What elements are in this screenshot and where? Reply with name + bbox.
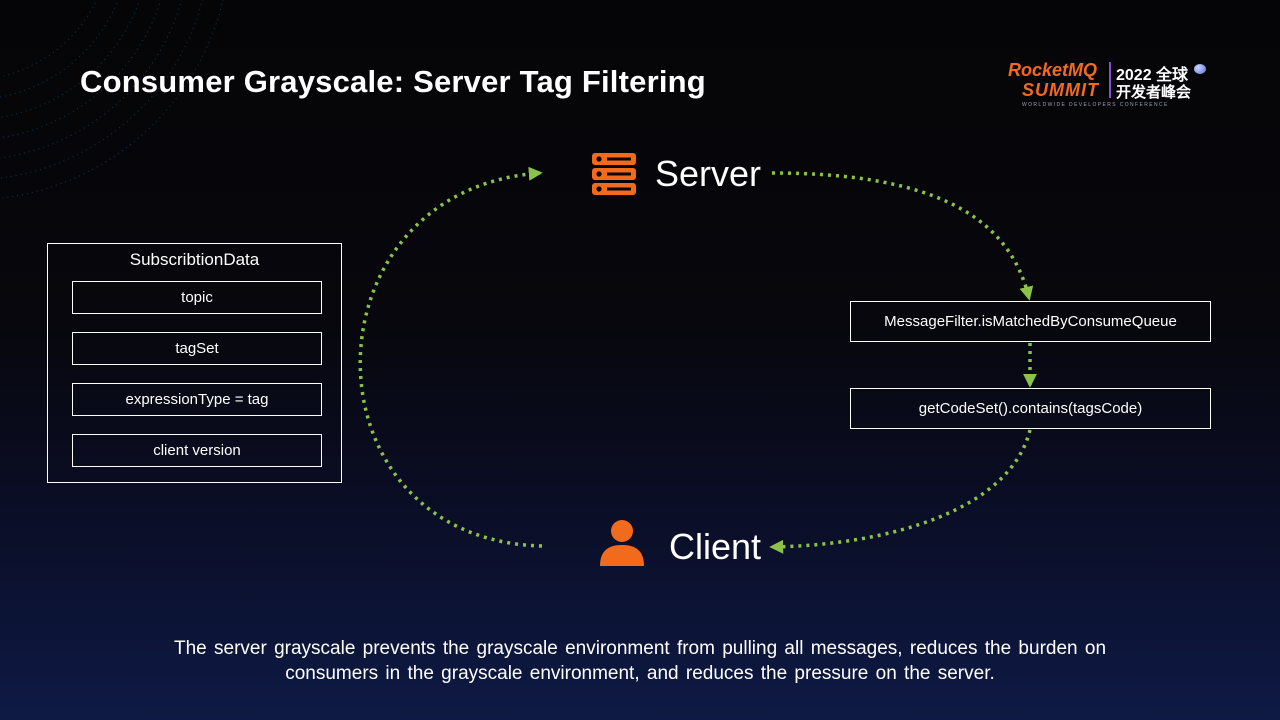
arrow-codeset-to-client [769, 429, 1032, 554]
field-expression-type: expressionType = tag [72, 383, 322, 416]
step-message-filter: MessageFilter.isMatchedByConsumeQueue [850, 301, 1211, 342]
planet-icon [1194, 64, 1206, 74]
arrow-client-to-server [358, 166, 543, 548]
footer-line-2: consumers in the grayscale environment, … [285, 663, 995, 684]
server-label: Server [655, 153, 762, 194]
field-client-version: client version [72, 434, 322, 467]
arrow-server-to-filter [771, 171, 1034, 301]
page-title: Consumer Grayscale: Server Tag Filtering [80, 64, 706, 99]
field-topic: topic [72, 281, 322, 314]
server-icon [592, 153, 636, 195]
client-label: Client [669, 526, 762, 567]
logo-conference-cn: 开发者峰会 [1116, 84, 1192, 101]
field-tagset: tagSet [72, 332, 322, 365]
logo-brand-summit: SUMMIT [1022, 80, 1099, 100]
footer-line-1: The server grayscale prevents the graysc… [173, 638, 1107, 659]
subscription-data-box: SubscribtionData topic tagSet expression… [47, 243, 342, 483]
subscription-title: SubscribtionData [129, 250, 260, 269]
summit-logo: RocketMQ SUMMIT 2022 全球 开发者峰会 WORLDWIDE … [1008, 58, 1218, 113]
step-codeset-contains: getCodeSet().contains(tagsCode) [850, 388, 1211, 429]
logo-brand: RocketMQ [1008, 60, 1098, 80]
logo-year: 2022 全球 [1116, 67, 1189, 84]
logo-divider [1109, 62, 1111, 98]
user-icon [600, 520, 644, 566]
footer-caption: The server grayscale prevents the graysc… [90, 636, 1190, 686]
logo-tagline: WORLDWIDE DEVELOPERS CONFERENCE [1022, 102, 1169, 108]
